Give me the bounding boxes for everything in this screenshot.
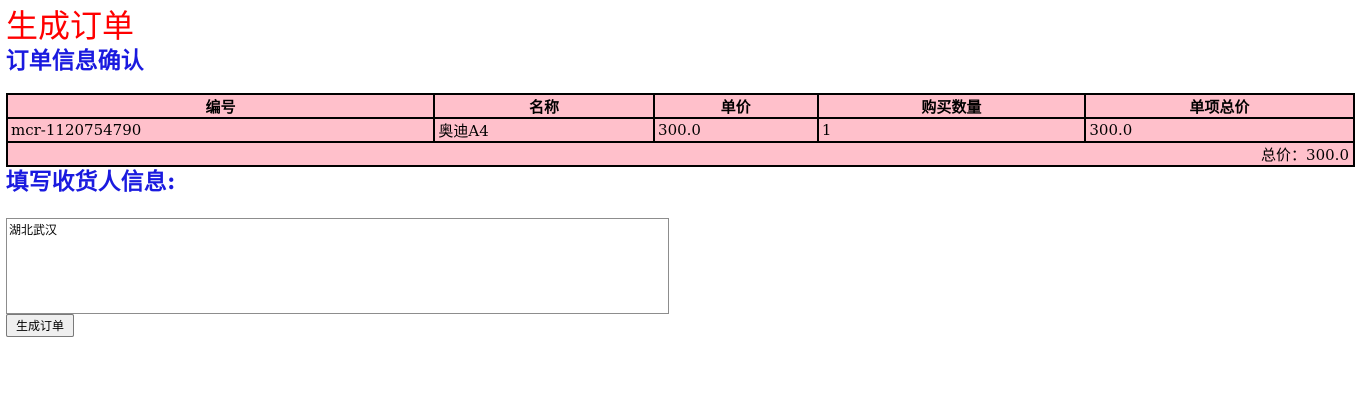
order-table: 编号 名称 单价 购买数量 单项总价 mcr-1120754790 奥迪A4 3… <box>5 93 1355 167</box>
address-textarea[interactable]: 湖北武汉 <box>6 218 669 314</box>
cell-unit-price: 300.0 <box>653 117 819 143</box>
cell-quantity: 1 <box>816 117 1087 143</box>
column-header-name: 名称 <box>433 93 656 119</box>
generate-order-button[interactable]: 生成订单 <box>6 314 75 337</box>
column-header-unit-price: 单价 <box>653 93 819 119</box>
column-header-subtotal: 单项总价 <box>1084 93 1355 119</box>
cell-id: mcr-1120754790 <box>5 117 436 143</box>
column-header-id: 编号 <box>5 93 436 119</box>
table-row: mcr-1120754790 奥迪A4 300.0 1 300.0 <box>5 117 1355 143</box>
cell-name: 奥迪A4 <box>433 117 656 143</box>
table-header-row: 编号 名称 单价 购买数量 单项总价 <box>5 93 1355 119</box>
order-confirm-title: 订单信息确认 <box>6 47 144 74</box>
page-title: 生成订单 <box>6 7 135 45</box>
cell-subtotal: 300.0 <box>1084 117 1355 143</box>
total-row: 总价：300.0 <box>6 141 1355 167</box>
column-header-quantity: 购买数量 <box>816 93 1087 119</box>
page: 生成订单 订单信息确认 编号 名称 单价 购买数量 单项总价 mcr-11207… <box>5 7 1355 337</box>
order-total: 总价：300.0 <box>6 141 1355 167</box>
receiver-info-title: 填写收货人信息: <box>6 168 176 195</box>
